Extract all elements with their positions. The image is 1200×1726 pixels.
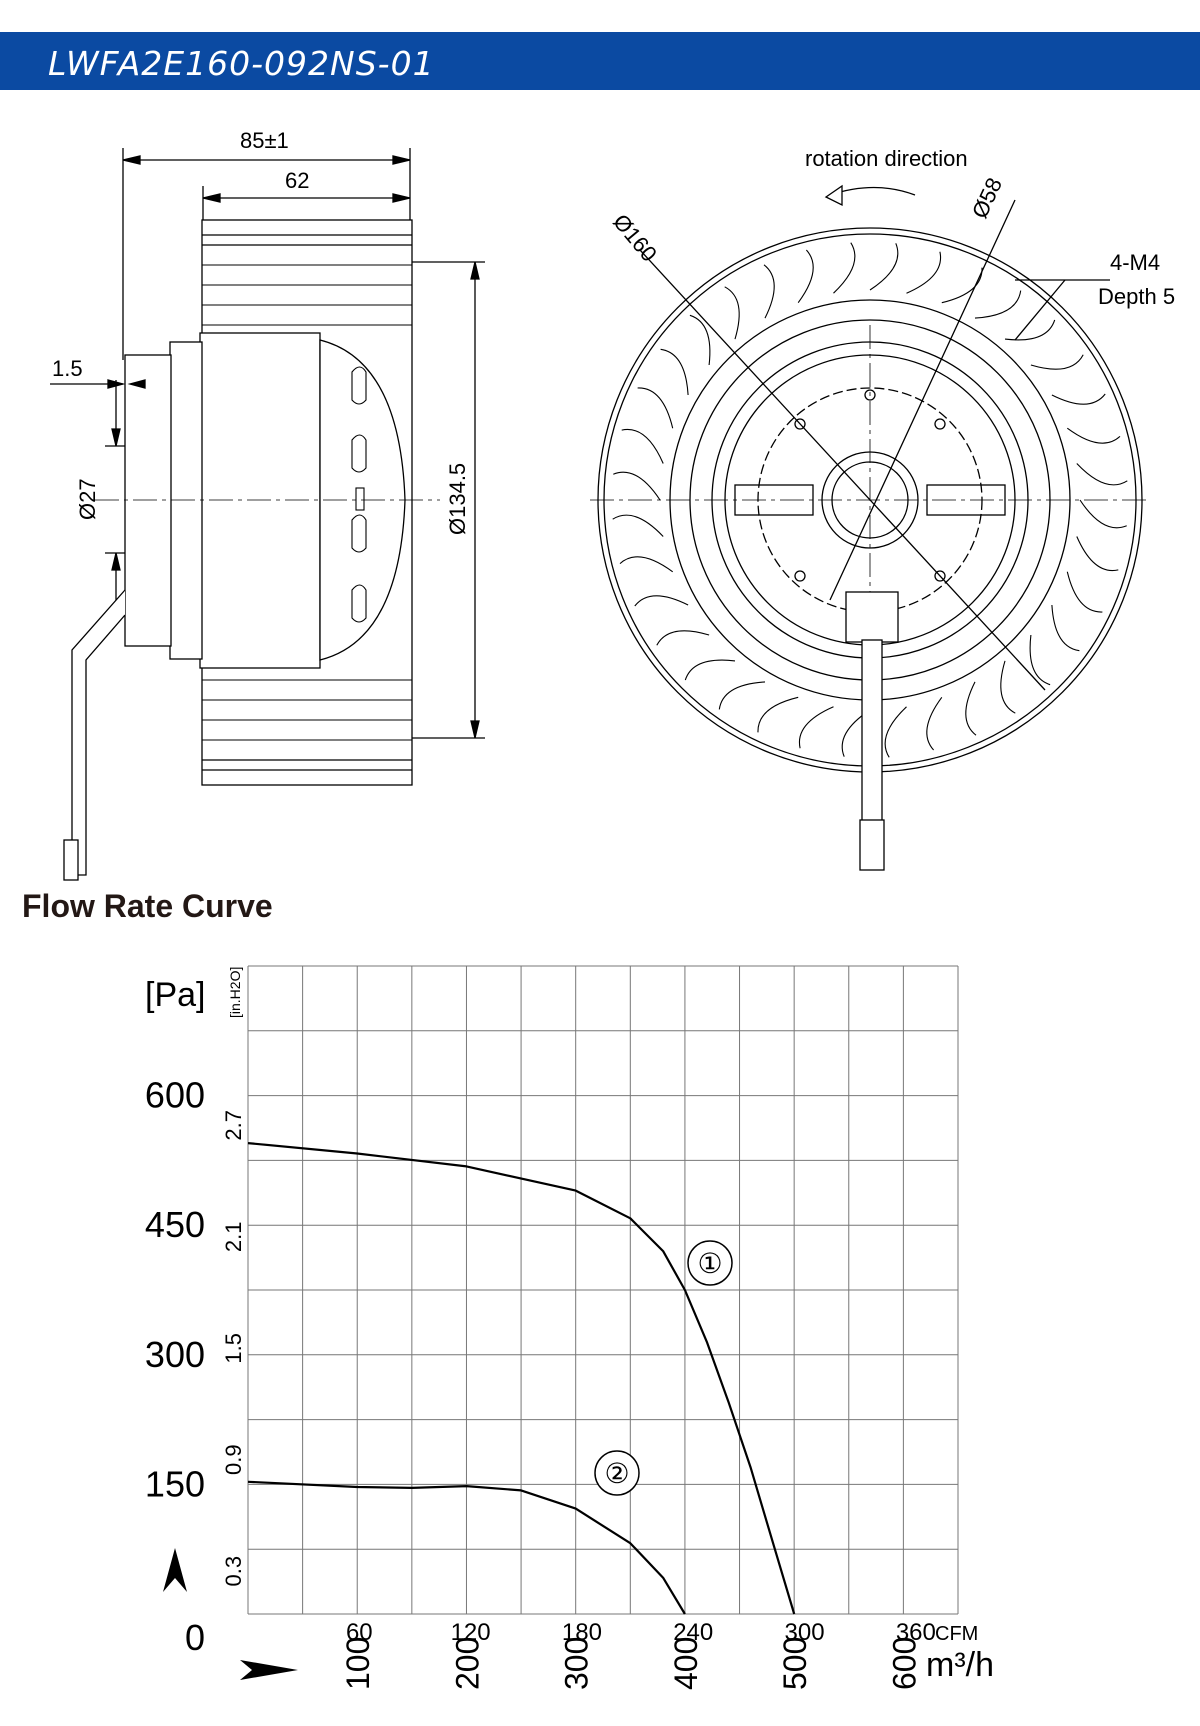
fan-blade — [660, 348, 689, 396]
fan-blade — [757, 696, 799, 733]
dim-offset-label: 1.5 — [52, 356, 83, 381]
fan-blade — [621, 428, 664, 464]
fan-blade — [926, 696, 943, 751]
blade-ring — [612, 242, 1128, 758]
x-tick-m3h: 100 — [340, 1637, 376, 1690]
series-line — [247, 1480, 686, 1615]
fan-blade — [869, 243, 899, 291]
fan-blade — [1066, 571, 1103, 613]
fan-blade — [724, 286, 740, 340]
x-tick-m3h: 300 — [559, 1637, 595, 1690]
x-tick-cfm: 180 — [562, 1619, 602, 1646]
x-tick-cfm: 300 — [785, 1619, 825, 1646]
fan-blade — [718, 681, 766, 710]
chart-labels: 0 150 300 450 600 [Pa] 0.3 0.9 1.5 2.1 2.7 [in.H2O]… — [145, 967, 994, 1690]
fan-blade — [634, 595, 689, 607]
x-axis-arrow — [240, 1660, 298, 1680]
header-bar: LWFA2E160-092NS-01 — [0, 32, 1200, 90]
x-axis-unit-cfm: CFM — [935, 1623, 978, 1645]
chart-curves: ①② — [247, 1142, 796, 1615]
dim-outer-label: Ø160 — [608, 209, 662, 266]
y-tick-inh2o: 0.9 — [221, 1444, 246, 1475]
fan-blade — [1079, 499, 1127, 529]
flow-rate-chart: ①② 0150300450600[Pa]0.30.91.52.12.7[in.H… — [145, 965, 994, 1690]
dim-body-label: 62 — [285, 168, 309, 193]
side-view — [50, 148, 485, 881]
fan-blade — [798, 706, 834, 749]
y-tick-pa: 0 — [185, 1617, 205, 1658]
fan-blade — [1030, 354, 1084, 370]
x-tick-cfm: 60 — [346, 1619, 373, 1646]
fan-blade — [1076, 463, 1128, 486]
depth-label: Depth 5 — [1098, 284, 1175, 309]
rotation-label: rotation direction — [805, 146, 968, 171]
fan-blade — [965, 681, 977, 736]
fan-blade — [833, 242, 856, 294]
section-title: Flow Rate Curve — [22, 888, 273, 924]
series-marker — [687, 1240, 733, 1286]
dim-wheel-label: Ø134.5 — [445, 463, 470, 535]
fan-blade — [974, 290, 1022, 319]
y-tick-pa: 450 — [145, 1204, 205, 1245]
dim-overall-label: 85±1 — [240, 128, 289, 153]
fan-blade — [637, 387, 674, 429]
fan-blade — [906, 251, 942, 294]
fan-blade — [1051, 604, 1080, 652]
y-tick-inh2o: 1.5 — [221, 1333, 246, 1364]
technical-drawing: 85±1 62 1.5 Ø27 Ø134.5 rotation directio… — [50, 128, 1175, 881]
dim-shaft-label: Ø27 — [75, 478, 100, 520]
y-tick-inh2o: 2.7 — [221, 1110, 246, 1141]
x-axis-unit-m3h: m³/h — [926, 1646, 994, 1684]
x-tick-m3h: 500 — [777, 1637, 813, 1690]
fan-blade — [1029, 634, 1051, 686]
fan-blade — [884, 706, 907, 758]
thread-label: 4-M4 — [1110, 250, 1160, 275]
fan-blade — [763, 264, 775, 319]
model-title: LWFA2E160-092NS-01 — [48, 44, 435, 83]
fan-blade — [1066, 427, 1121, 444]
y-tick-pa: 150 — [145, 1463, 205, 1504]
x-tick-cfm: 120 — [451, 1619, 491, 1646]
fan-blade — [941, 267, 983, 304]
x-tick-cfm: 360 — [896, 1619, 936, 1646]
front-view — [590, 184, 1150, 871]
dim-hub-label: Ø58 — [967, 174, 1007, 222]
series-line — [247, 1142, 796, 1615]
fan-blade — [613, 471, 661, 501]
fan-blade — [684, 659, 736, 681]
y-axis-arrow — [163, 1548, 187, 1592]
fan-blade — [1000, 660, 1016, 714]
fan-blade — [619, 556, 674, 573]
y-tick-pa: 600 — [145, 1075, 205, 1116]
y-axis-unit-pa: [Pa] — [145, 976, 205, 1014]
fan-blade — [656, 630, 710, 646]
series-label: ② — [604, 1458, 629, 1489]
x-tick-m3h: 200 — [449, 1637, 485, 1690]
chart-grid — [247, 965, 959, 1615]
fan-blade — [1004, 319, 1056, 341]
y-tick-inh2o: 2.1 — [221, 1222, 246, 1253]
x-tick-m3h: 400 — [668, 1637, 704, 1690]
fan-blade — [1051, 393, 1106, 405]
fan-blade — [689, 314, 711, 366]
fan-blade — [1076, 536, 1119, 572]
y-axis-unit-inh2o: [in.H2O] — [227, 967, 243, 1018]
x-tick-m3h: 600 — [886, 1637, 922, 1690]
fan-blade — [612, 514, 664, 537]
series-marker — [594, 1450, 640, 1496]
series-label: ① — [697, 1248, 722, 1279]
y-tick-pa: 300 — [145, 1334, 205, 1375]
x-tick-cfm: 240 — [673, 1619, 713, 1646]
fan-blade — [797, 249, 814, 304]
y-tick-inh2o: 0.3 — [221, 1556, 246, 1587]
